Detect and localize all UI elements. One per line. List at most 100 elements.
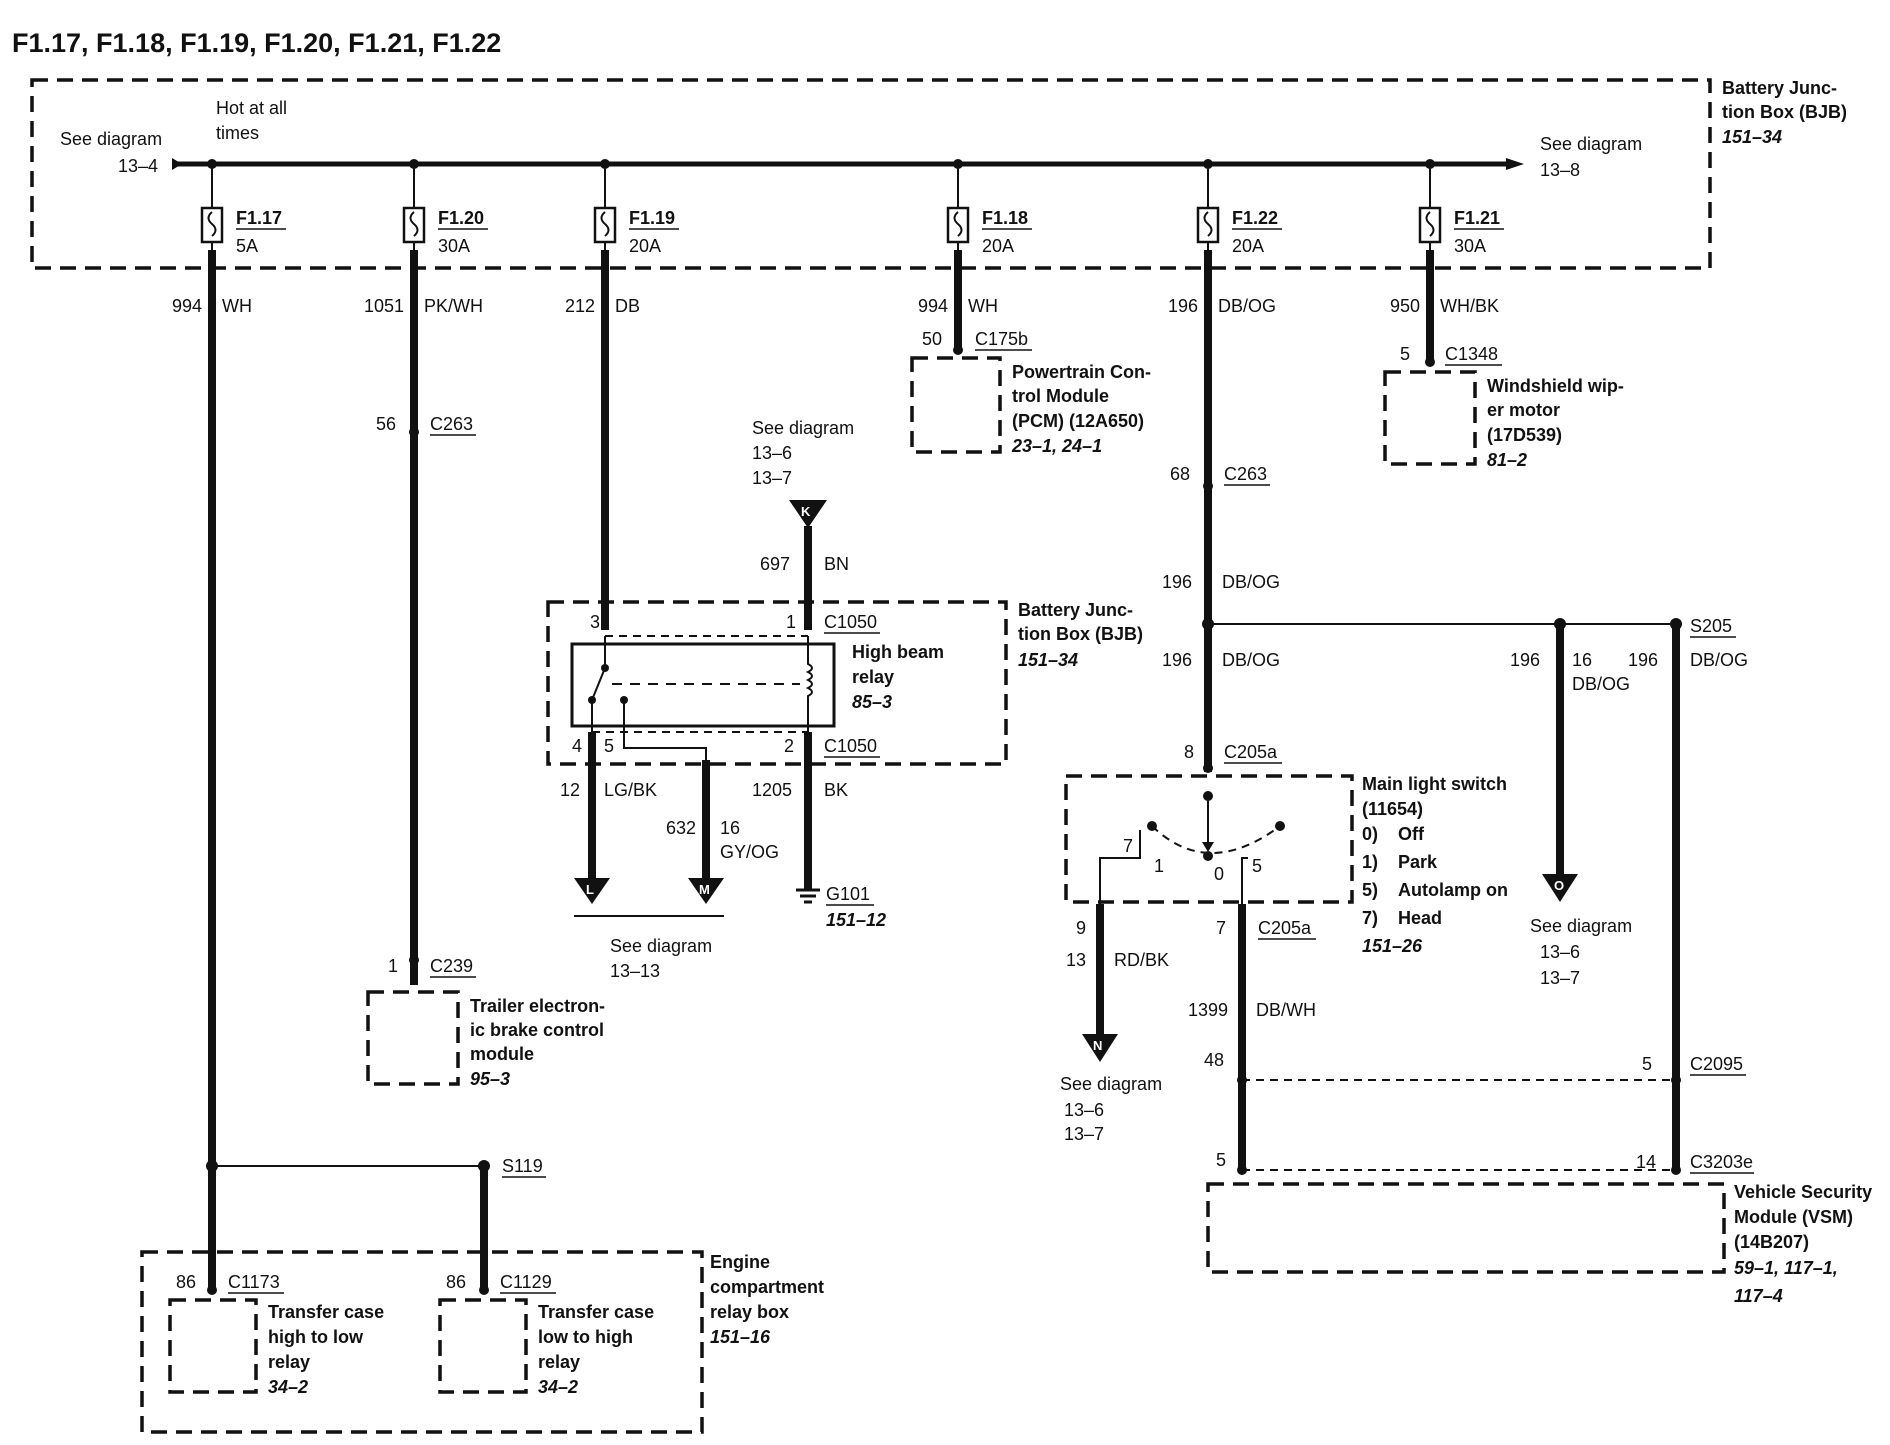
wiper-line2: er motor bbox=[1487, 400, 1560, 420]
mls-conn-in: C205a bbox=[1224, 742, 1278, 762]
bjb-box bbox=[30, 78, 1712, 270]
k-marker-letter: K bbox=[801, 504, 811, 519]
ecrb-ref: 151–16 bbox=[710, 1327, 771, 1347]
relay1-connector: C1173 bbox=[228, 1272, 280, 1292]
ground-label: G101 bbox=[826, 884, 870, 904]
relay-pin3: 3 bbox=[590, 612, 600, 632]
wiper-pin-dot bbox=[1425, 357, 1435, 367]
marker-l-letter: L bbox=[586, 882, 594, 897]
relay2-line3: relay bbox=[538, 1352, 580, 1372]
fuse-f1-21-color: WH/BK bbox=[1440, 296, 1499, 316]
fuse-f1-19-circuit: 212 bbox=[565, 296, 595, 316]
c263-pin: 68 bbox=[1170, 464, 1190, 484]
fuse-f1-21-element bbox=[1425, 211, 1435, 237]
relay2-connector: C1129 bbox=[500, 1272, 552, 1292]
relay-box-line2: tion Box (BJB) bbox=[1018, 624, 1143, 644]
relay2-box bbox=[438, 1298, 528, 1394]
relay1-box bbox=[168, 1298, 258, 1394]
relay-conn-top: C1050 bbox=[824, 612, 877, 632]
mls-wiper-arrow bbox=[1202, 842, 1214, 852]
see-left-line1: See diagram bbox=[60, 129, 162, 149]
relay-conn-bottom: C1050 bbox=[824, 736, 877, 756]
s205-label: S205 bbox=[1690, 616, 1732, 636]
pcm-connector: C175b bbox=[975, 329, 1028, 349]
wiper-pin: 5 bbox=[1400, 344, 1410, 364]
fuse-f1-17-circuit: 994 bbox=[172, 296, 202, 316]
marker-o bbox=[1542, 874, 1578, 902]
marker-m-letter: M bbox=[699, 882, 710, 897]
relay2-line2: low to high bbox=[538, 1327, 633, 1347]
fuse-f1-17-element bbox=[207, 211, 217, 237]
fuse-f1-20-color: PK/WH bbox=[424, 296, 483, 316]
see-n-line2: 13–6 bbox=[1064, 1100, 1104, 1120]
fuse-f1-19-color: DB bbox=[615, 296, 640, 316]
trailer-inline-pin: 56 bbox=[376, 414, 396, 434]
relay-pin5: 5 bbox=[604, 736, 614, 756]
ecrb-line3: relay box bbox=[710, 1302, 789, 1322]
c2095-pin-left: 48 bbox=[1204, 1050, 1224, 1070]
fuse-f1-21-amps: 30A bbox=[1454, 236, 1486, 256]
s205-circuit-a: 196 bbox=[1162, 572, 1192, 592]
wiper-box bbox=[1383, 370, 1477, 466]
marker-l bbox=[574, 878, 610, 904]
trailer-line2: ic brake control bbox=[470, 1020, 604, 1040]
bjb-ref: 151–34 bbox=[1722, 127, 1782, 147]
relay-pin4: 4 bbox=[572, 736, 582, 756]
relay2-pin-dot bbox=[479, 1285, 489, 1295]
vsm-line3: (14B207) bbox=[1734, 1232, 1809, 1252]
s205-color-b: DB/OG bbox=[1222, 650, 1280, 670]
s205-color-a: DB/OG bbox=[1222, 572, 1280, 592]
fuse-f1-17-color: WH bbox=[222, 296, 252, 316]
bjb-name-line1: Battery Junc- bbox=[1722, 78, 1837, 98]
out-l-color: LG/BK bbox=[604, 780, 657, 800]
relay2-line1: Transfer case bbox=[538, 1302, 654, 1322]
k-circuit: 697 bbox=[760, 554, 790, 574]
vsm-color: DB/WH bbox=[1256, 1000, 1316, 1020]
mls-pin7: 7 bbox=[1216, 918, 1226, 938]
c2095-right-dot bbox=[1671, 1075, 1681, 1085]
pcm-pin-dot bbox=[953, 345, 963, 355]
mls-title-line1: Main light switch bbox=[1362, 774, 1507, 794]
fuse-f1-20-circuit: 1051 bbox=[364, 296, 404, 316]
k-marker bbox=[789, 500, 827, 528]
relay-pin1: 1 bbox=[786, 612, 796, 632]
mls-pos7-label: Head bbox=[1398, 908, 1442, 928]
pcm-line1: Powertrain Con- bbox=[1012, 362, 1151, 382]
c263-connector: C263 bbox=[1224, 464, 1267, 484]
mls-pin9: 9 bbox=[1076, 918, 1086, 938]
s119-label: S119 bbox=[502, 1156, 543, 1176]
mls-pin7-lead bbox=[1241, 857, 1248, 904]
out-l-circuit: 12 bbox=[560, 780, 580, 800]
wiper-connector: C1348 bbox=[1445, 344, 1498, 364]
relay-body bbox=[570, 642, 836, 728]
fuse-f1-22-id: F1.22 bbox=[1232, 208, 1278, 228]
mls-conn-out: C205a bbox=[1258, 918, 1312, 938]
fuse-f1-18-amps: 20A bbox=[982, 236, 1014, 256]
see-right-line2: 13–8 bbox=[1540, 160, 1580, 180]
pcm-line2: trol Module bbox=[1012, 386, 1109, 406]
bus-left-arrow bbox=[172, 158, 182, 170]
pcm-ref: 23–1, 24–1 bbox=[1011, 436, 1102, 456]
trailer-ref: 95–3 bbox=[470, 1069, 510, 1089]
relay1-line2: high to low bbox=[268, 1327, 364, 1347]
wiper-line1: Windshield wip- bbox=[1487, 376, 1624, 396]
see-left-line2: 13–4 bbox=[118, 156, 158, 176]
fuse-f1-20-amps: 30A bbox=[438, 236, 470, 256]
marker-o-letter: O bbox=[1554, 878, 1564, 893]
fuse-f1-18-element bbox=[953, 211, 963, 237]
hot-line2: times bbox=[216, 123, 259, 143]
vsm-line1: Vehicle Security bbox=[1734, 1182, 1872, 1202]
ecrb-line2: compartment bbox=[710, 1277, 824, 1297]
ecrb-box bbox=[140, 1250, 704, 1434]
mls-contact1-label: 1 bbox=[1154, 856, 1164, 876]
vsm-box bbox=[1206, 1182, 1726, 1274]
ecrb-line1: Engine bbox=[710, 1252, 770, 1272]
page-title: F1.17, F1.18, F1.19, F1.20, F1.21, F1.22 bbox=[12, 28, 501, 58]
vsm-connector: C3203e bbox=[1690, 1152, 1753, 1172]
mls-arc bbox=[1151, 825, 1281, 854]
fuse-f1-20-element bbox=[409, 211, 419, 237]
trailer-box bbox=[366, 990, 460, 1086]
relay-pin2: 2 bbox=[784, 736, 794, 756]
